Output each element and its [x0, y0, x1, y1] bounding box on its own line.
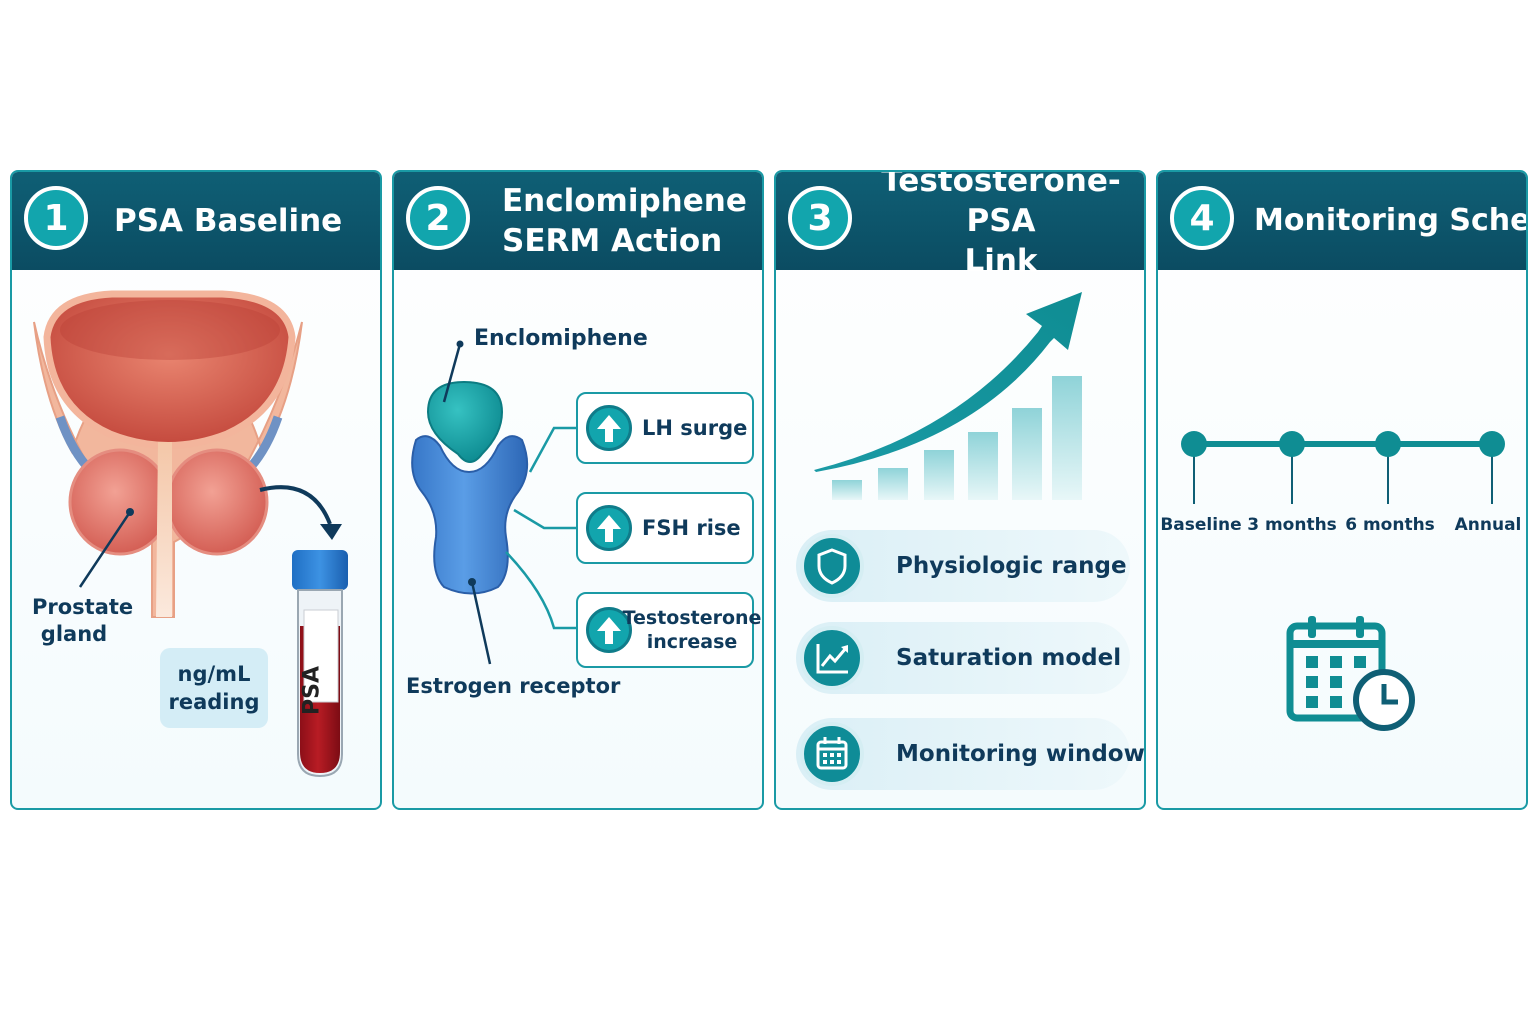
panel-title: Enclomiphene SERM Action [502, 183, 747, 259]
schedule-timeline [1181, 431, 1505, 504]
rising-trend-illustration [814, 292, 1082, 500]
up-arrow-icon [586, 505, 632, 551]
trend-bar-5 [1012, 408, 1042, 500]
timeline-label-3-months: 3 months [1247, 515, 1337, 535]
effect-box-fsh: FSH rise [576, 492, 754, 564]
effect-box-testosterone: Testosterone increase [576, 592, 762, 668]
trend-bar-1 [832, 480, 862, 500]
item-physiologic-range: Physiologic range [796, 530, 1130, 602]
panel-header: 2 Enclomiphene SERM Action [394, 172, 762, 270]
panel-serm-action: 2 Enclomiphene SERM Action Enclomiphene … [392, 170, 764, 810]
panel-testosterone-psa-link: 3 Testosterone-PSA Link Physiologic rang… [774, 170, 1146, 810]
effect-text: FSH rise [642, 516, 741, 540]
panel-title: PSA Baseline [114, 203, 343, 239]
timeline-node-annual [1479, 431, 1505, 504]
panel-header: 1 PSA Baseline [12, 172, 380, 270]
panel-header: 3 Testosterone-PSA Link [776, 170, 1144, 279]
step-number-badge: 4 [1170, 186, 1234, 250]
up-arrow-icon [586, 607, 632, 653]
estrogen-receptor-label: Estrogen receptor [406, 674, 621, 698]
panel-title: Monitoring Schedule [1254, 203, 1528, 238]
timeline-node-3-months [1279, 431, 1305, 504]
effect-text: LH surge [642, 416, 748, 440]
calendar-icon [800, 722, 864, 786]
panel-monitoring-schedule: 4 Monitoring Schedule [1156, 170, 1528, 810]
trend-bar-3 [924, 450, 954, 500]
enclomiphene-label: Enclomiphene [474, 326, 648, 351]
blood-test-tube [292, 550, 348, 778]
panel-header: 4 Monitoring Schedule [1158, 172, 1526, 270]
shield-icon [800, 534, 864, 598]
step-number-badge: 1 [24, 186, 88, 250]
panel-psa-baseline: 1 PSA Baseline [10, 170, 382, 810]
prostate-illustration [33, 290, 342, 618]
ng-ml-reading-badge: ng/mL reading [160, 648, 268, 728]
item-monitoring-window: Monitoring window [796, 718, 1144, 790]
trend-bar-6 [1052, 376, 1082, 500]
step-number-badge: 2 [406, 186, 470, 250]
panel-title: Testosterone-PSA Link [881, 170, 1121, 279]
trend-bar-2 [878, 468, 908, 500]
effect-text: Testosterone increase [622, 607, 762, 653]
prostate-gland-label: Prostate gland [32, 595, 134, 646]
psa-tube-label: PSA [299, 666, 325, 716]
receptor-illustration [411, 340, 576, 665]
trend-bar-4 [968, 432, 998, 500]
timeline-node-6-months [1375, 431, 1401, 504]
timeline-label-annual: Annual [1454, 515, 1522, 535]
timeline-label-6-months: 6 months [1345, 515, 1435, 535]
trend-chart-icon [800, 626, 864, 690]
calendar-clock-icon [1286, 616, 1415, 731]
effect-box-lh: LH surge [576, 392, 754, 464]
item-saturation-model: Saturation model [796, 622, 1130, 694]
step-number-badge: 3 [788, 186, 852, 250]
up-arrow-icon [586, 405, 632, 451]
timeline-node-baseline [1181, 431, 1207, 504]
timeline-label-baseline: Baseline [1160, 515, 1242, 535]
